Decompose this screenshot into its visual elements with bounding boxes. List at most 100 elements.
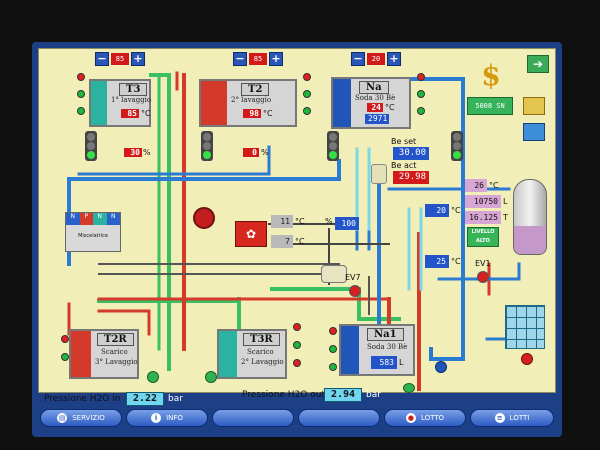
chiller-temp-lower: 7 [271, 235, 293, 248]
na1-level-fill [341, 326, 359, 374]
na-mid-led [417, 90, 425, 98]
tools-icon[interactable] [523, 97, 545, 115]
ev7-label: EV7 [345, 273, 361, 282]
storage-mass-unit: T [503, 213, 508, 222]
cooling-tower-grid[interactable] [505, 305, 545, 349]
storage-volume-unit: L [503, 197, 508, 206]
na-pump-signal-icon[interactable] [327, 131, 339, 161]
na-minus-button[interactable]: − [351, 52, 365, 66]
ev7-valve-icon[interactable] [349, 285, 361, 297]
mixer-slot: N [93, 213, 107, 225]
storage-silo-fill [514, 226, 546, 254]
monitor-icon[interactable] [523, 123, 545, 141]
hmi-screen: − 85 + T3 1° lavaggio 85 °C 30 % − 85 + … [32, 42, 562, 437]
t2-minus-button[interactable]: − [233, 52, 247, 66]
t3-high-alarm-led [77, 73, 85, 81]
lotti-button[interactable]: ≡ LOTTI [470, 409, 554, 427]
t3-percent-unit: % [143, 148, 151, 157]
t2-setpoint-stepper: − 85 + [233, 52, 283, 66]
pump-icon[interactable] [403, 383, 415, 393]
be-set-value[interactable]: 30.00 [393, 147, 429, 160]
dollar-icon[interactable]: $ [481, 59, 501, 92]
pump-icon[interactable] [521, 353, 533, 365]
lotti-icon: ≡ [494, 413, 505, 423]
na1-subtitle: Soda 30 Bè [367, 343, 408, 351]
mixer-unit[interactable]: N P N N Miscelatrice [65, 212, 121, 252]
t3-percent: 30 [124, 148, 142, 157]
t2-percent: 0 [243, 148, 259, 157]
lotto-icon: ● [405, 413, 416, 423]
t3-tank[interactable]: T3 1° lavaggio 85 °C [89, 79, 151, 127]
heat-exchanger-temp-b: 25 [425, 255, 449, 268]
chiller-temp-upper-unit: °C [295, 217, 305, 226]
storage-silo[interactable] [513, 179, 547, 255]
t3-temperature: 85 [121, 109, 139, 118]
t2-low-led [303, 107, 311, 115]
pressure-in-label: Pressione H2O in [44, 394, 121, 404]
servizio-label: SERVIZIO [72, 414, 105, 422]
be-act-value: 29.98 [393, 171, 429, 184]
t2r-line1: Scarico [101, 348, 128, 356]
na-tank[interactable]: Na Soda 30 Bè 24 °C 2971 [331, 77, 411, 129]
pressure-out-value: 2.94 [324, 388, 362, 402]
t3-level-fill [91, 81, 107, 125]
pump-icon[interactable] [205, 371, 217, 383]
storage-temp-unit: °C [489, 181, 499, 190]
pump-icon[interactable] [147, 371, 159, 383]
chiller-temp-upper: 11 [271, 215, 293, 228]
dosing-vessel [371, 164, 387, 184]
flow-percent[interactable]: 100 [335, 217, 359, 230]
t2-title: T2 [241, 83, 270, 96]
info-button[interactable]: i INFO [126, 409, 208, 427]
mixer-slot: N [106, 213, 120, 225]
na1-low-led [329, 363, 337, 371]
mixer-slot: N [66, 213, 80, 225]
hx-temp-a-unit: °C [451, 206, 461, 215]
level-line2: ALTO [476, 238, 490, 244]
level-line1: LIVELLO [471, 229, 495, 235]
t2r-tank[interactable]: T2R Scarico 3° Lavaggio [69, 329, 139, 379]
t2r-title: T2R [97, 333, 134, 346]
level-high-indicator: LIVELLO ALTO [467, 227, 499, 247]
bottom-nav-bar: ▤ SERVIZIO i INFO ● LOTTO ≡ LOTTI [36, 404, 558, 432]
pressure-out-unit: bar [366, 390, 381, 400]
t3r-high-led [293, 323, 301, 331]
t2-tank[interactable]: T2 2° lavaggio 98 °C [199, 79, 297, 127]
na1-tank[interactable]: Na1 Soda 30 Bè 583 L [339, 324, 415, 376]
t2-plus-button[interactable]: + [269, 52, 283, 66]
sn-button[interactable]: 5008 SN [467, 97, 513, 115]
t2-subtitle: 2° lavaggio [231, 96, 272, 104]
pump-icon[interactable] [435, 361, 447, 373]
lotto-button[interactable]: ● LOTTO [384, 409, 466, 427]
t2r-low-led [61, 353, 69, 361]
arrow-right-icon[interactable]: ➔ [527, 55, 549, 73]
be-set-label: Be set [391, 137, 417, 146]
na-subtitle: Soda 30 Bè [355, 94, 396, 102]
t3r-title: T3R [243, 333, 280, 346]
na-level: 2971 [365, 114, 389, 124]
storage-signal-icon[interactable] [451, 131, 463, 161]
pressure-in-unit: bar [168, 394, 183, 404]
t3r-line2: 2° Lavaggio [241, 358, 284, 366]
be-act-label: Be act [391, 161, 417, 170]
t2r-level-fill [71, 331, 91, 377]
pressure-out-label: Pressione H2O out [242, 390, 325, 400]
ev1-valve-icon[interactable] [477, 271, 489, 283]
servizio-button[interactable]: ▤ SERVIZIO [40, 409, 122, 427]
nav-blank-button[interactable] [298, 409, 380, 427]
nav-blank-button[interactable] [212, 409, 294, 427]
lotto-label: LOTTO [420, 414, 445, 422]
na-high-alarm-led [417, 73, 425, 81]
na-plus-button[interactable]: + [387, 52, 401, 66]
hx-temp-b-unit: °C [451, 257, 461, 266]
t2-setpoint: 85 [249, 53, 267, 65]
chiller-temp-lower-unit: °C [295, 237, 305, 246]
t3-minus-button[interactable]: − [95, 52, 109, 66]
t3-low-led [77, 107, 85, 115]
t3-pump-signal-icon[interactable] [85, 131, 97, 161]
t3-plus-button[interactable]: + [131, 52, 145, 66]
t3r-tank[interactable]: T3R Scarico 2° Lavaggio [217, 329, 287, 379]
chiller-fan-icon[interactable]: ✿ [235, 221, 267, 247]
t2-pump-signal-icon[interactable] [201, 131, 213, 161]
storage-mass: 16.125 [465, 211, 501, 224]
